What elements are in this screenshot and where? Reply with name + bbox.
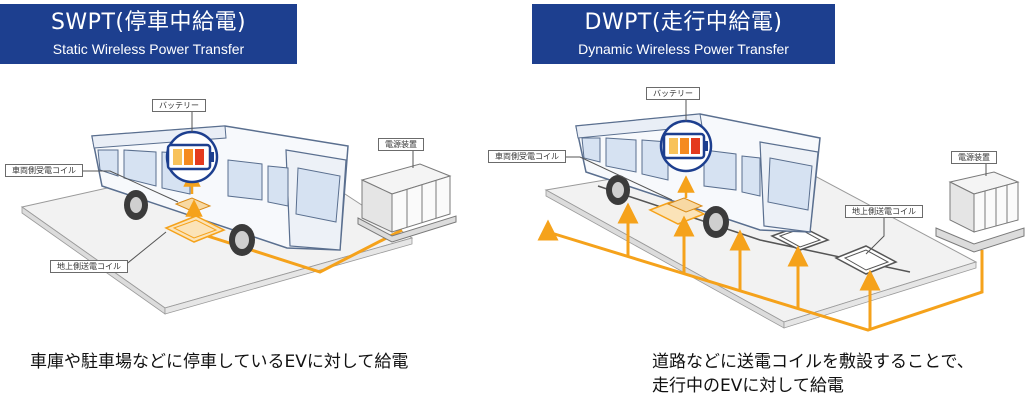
dwpt-power-cabinet [935,171,1025,253]
dwpt-bus [575,113,821,238]
dwpt-caption-line1: 道路などに送電コイルを敷設することで、 [652,352,974,372]
swpt-caption: 車庫や駐車場などに停車しているEVに対して給電 [30,352,409,372]
dwpt-ground-coil-label: 地上側送電コイル [845,205,923,218]
swpt-title-banner: SWPT(停車中給電) Static Wireless Power Transf… [0,4,297,64]
dwpt-battery-icon [659,119,713,173]
dwpt-scene [537,99,1025,332]
swpt-power-cabinet [357,163,457,243]
dwpt-power-unit-label: 電源装置 [951,151,997,164]
dwpt-power-network [537,202,984,332]
dwpt-caption-line2: 走行中のEVに対して給電 [652,376,844,396]
swpt-battery-label: バッテリー [152,99,206,112]
dwpt-title: DWPT(走行中給電) [584,10,783,35]
swpt-vehicle-coil-label: 車両側受電コイル [5,164,83,177]
dwpt-subtitle: Dynamic Wireless Power Transfer [578,41,789,57]
swpt-subtitle: Static Wireless Power Transfer [52,41,245,57]
dwpt-battery-label: バッテリー [646,87,700,100]
swpt-title: SWPT(停車中給電) [50,10,247,35]
swpt-battery-icon [165,130,219,184]
swpt-power-unit-label: 電源装置 [378,138,424,151]
dwpt-vehicle-coil-label: 車両側受電コイル [488,150,566,163]
swpt-ground-coil-label: 地上側送電コイル [50,260,128,273]
dwpt-title-banner: DWPT(走行中給電) Dynamic Wireless Power Trans… [532,4,835,64]
